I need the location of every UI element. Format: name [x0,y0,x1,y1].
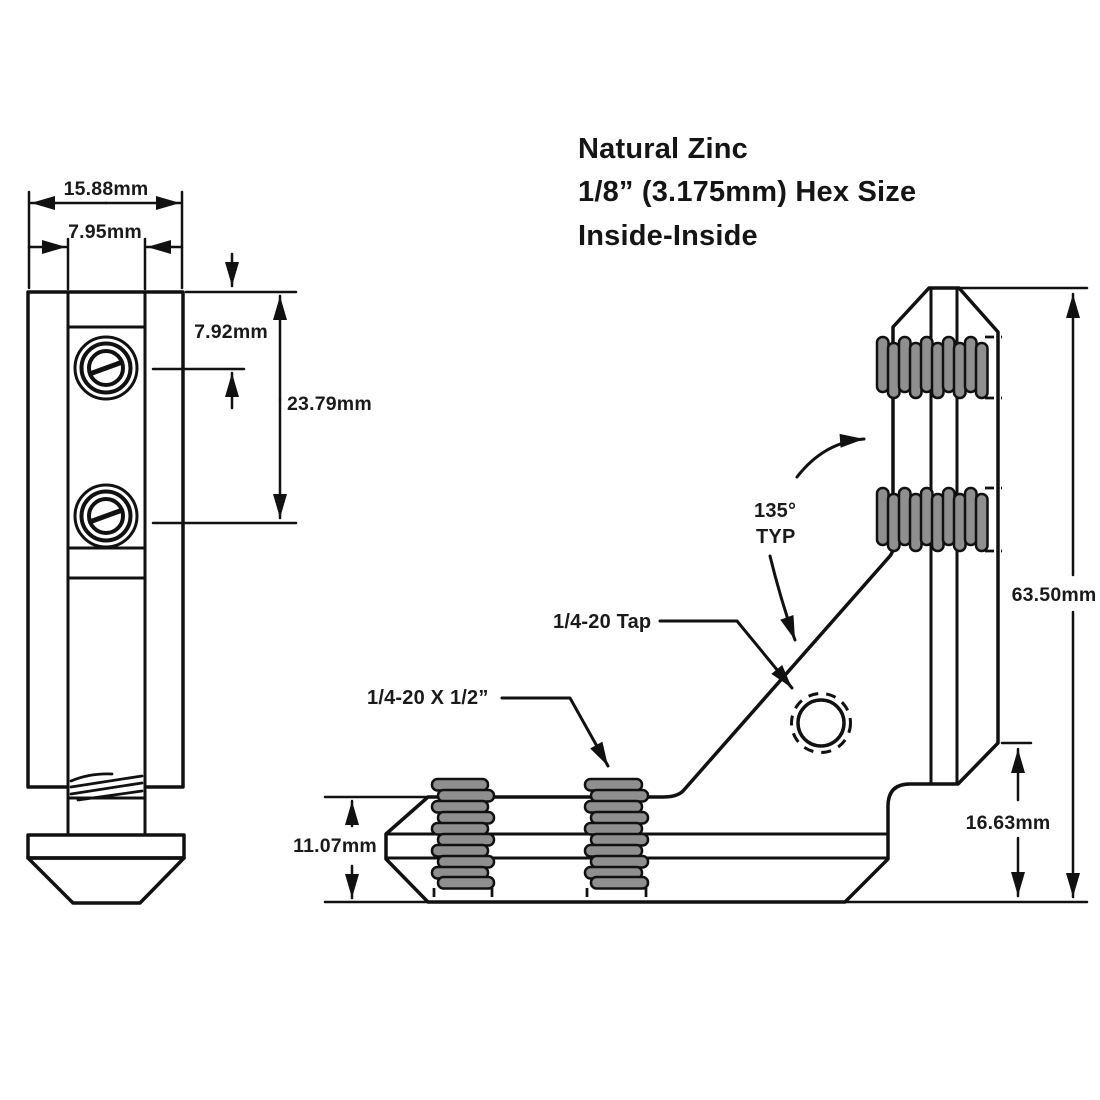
thread-stud-bottom-right [583,777,650,890]
side-body-inner-columns [66,290,147,837]
dim-outer-width-label: 15.88mm [64,178,149,200]
callout-tap: 1/4-20 Tap [553,611,794,690]
dim-corner: 16.63mm [966,741,1051,898]
dim-height: 63.50mm [843,286,1097,904]
callout-angle-typ-label: TYP [756,526,796,548]
tap-hole [790,692,852,754]
side-cone-tip [26,856,186,905]
callout-screw: 1/4-20 X 1/2” [367,687,610,768]
title-hex-size: 1/8” (3.175mm) Hex Size [578,176,916,208]
dim-inner-width: 7.95mm [27,221,184,291]
dim-hole-offset-label: 7.92mm [194,321,268,343]
callout-angle: 135° TYP [754,433,866,642]
dim-thickness-label: 11.07mm [293,835,377,857]
callout-screw-label: 1/4-20 X 1/2” [367,687,489,709]
side-screw-head-2 [73,483,139,549]
thread-stud-bottom-left [430,777,496,890]
callout-angle-label: 135° [754,500,796,522]
dim-hole-span-label: 23.79mm [287,393,372,415]
side-stem-thread [69,772,144,802]
title-mount-type: Inside-Inside [578,220,758,252]
dim-thickness: 11.07mm [293,795,430,904]
side-body-outline [26,290,185,789]
callout-tap-label: 1/4-20 Tap [553,611,651,633]
dim-corner-label: 16.63mm [966,812,1051,834]
side-screw-head-1 [73,335,139,401]
side-flange [26,833,186,860]
bracket-outline [384,286,1000,904]
side-view: 15.88mm 7.95mm 7.92mm 23.79mm [26,178,372,905]
front-view: 63.50mm 16.63mm 11.07mm 1/4-20 Tap 1/4-2… [293,286,1097,904]
title-block: Natural Zinc 1/8” (3.175mm) Hex Size Ins… [578,133,916,252]
dim-inner-width-label: 7.95mm [68,221,142,243]
title-finish: Natural Zinc [578,133,748,165]
hidden-thread-dashes [432,335,1002,903]
thread-stud-top-lower [875,486,989,553]
dim-hole-span: 23.79mm [151,294,372,525]
dim-hole-offset: 7.92mm [151,252,298,410]
thread-stud-top-upper [875,335,989,400]
dim-outer-width: 15.88mm [27,178,184,290]
dim-height-label: 63.50mm [1012,584,1097,606]
